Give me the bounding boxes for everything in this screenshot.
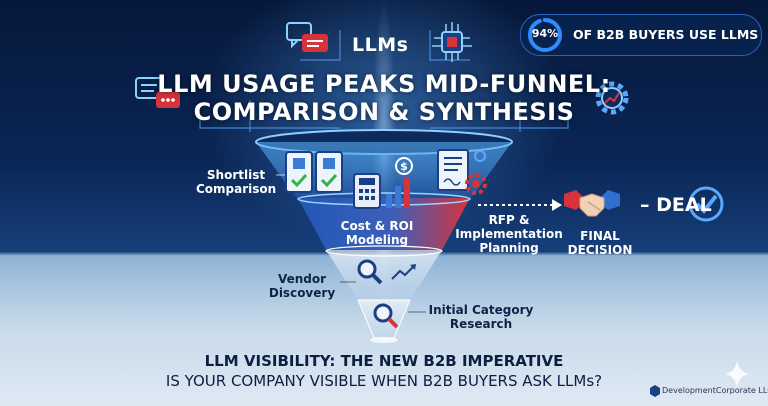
calculator-icon: $ [353, 157, 413, 209]
deal-label: – DEAL [640, 194, 712, 216]
stat-progress-fill [528, 18, 562, 52]
circuit-lines [199, 30, 569, 132]
llms-label: LLMs [352, 34, 409, 56]
stage-label-final-decision: FINAL DECISION [567, 229, 633, 257]
stage-label-vendor-discovery: Vendor Discovery [268, 272, 336, 300]
stage-label-shortlist: Shortlist Comparison [196, 168, 277, 196]
magnifier-icon [373, 303, 399, 329]
stat-label: of B2B Buyers Use LLMs [573, 27, 759, 42]
gear-chart-icon [595, 81, 629, 115]
page-title-line1: LLM Usage Peaks Mid-Funnel: [157, 70, 611, 98]
stat-value: 94% [531, 27, 559, 40]
footer-subheadline: IS YOUR COMPANY VISIBLE WHEN B2B BUYERS … [165, 372, 603, 390]
handshake-icon [564, 190, 620, 217]
brand-name: DevelopmentCorporate LLC [662, 386, 768, 395]
stage-label-cost-roi: Cost & ROI Modeling [340, 219, 414, 247]
svg-text:$: $ [400, 160, 408, 173]
chat-bubble-icon [286, 22, 328, 52]
page-title-line2: Comparison & Synthesis [193, 98, 575, 126]
checklist-icon [285, 151, 343, 193]
trend-arrow-icon [391, 264, 416, 280]
stat-progress-ring [528, 18, 562, 52]
stage-label-rfp: RFP & Implementation Planning [455, 213, 563, 255]
funnel-mid-section [298, 198, 470, 250]
brand-logo-icon [650, 385, 660, 397]
chip-icon [432, 22, 472, 62]
magnifier-icon [357, 259, 383, 285]
footer-headline: LLM VISIBILITY: THE NEW B2B IMPERATIVE [204, 352, 564, 370]
arrow-head [552, 199, 562, 211]
sparkle-icon [725, 361, 749, 387]
stat-badge: 94% of B2B Buyers Use LLMs [520, 14, 762, 56]
check-circle-icon [688, 186, 724, 222]
document-gear-icon [437, 149, 487, 195]
funnel-lower-section [326, 250, 442, 300]
stage-label-initial-research: Initial Category Research [428, 303, 534, 331]
chat-bubble-icon [135, 77, 180, 108]
